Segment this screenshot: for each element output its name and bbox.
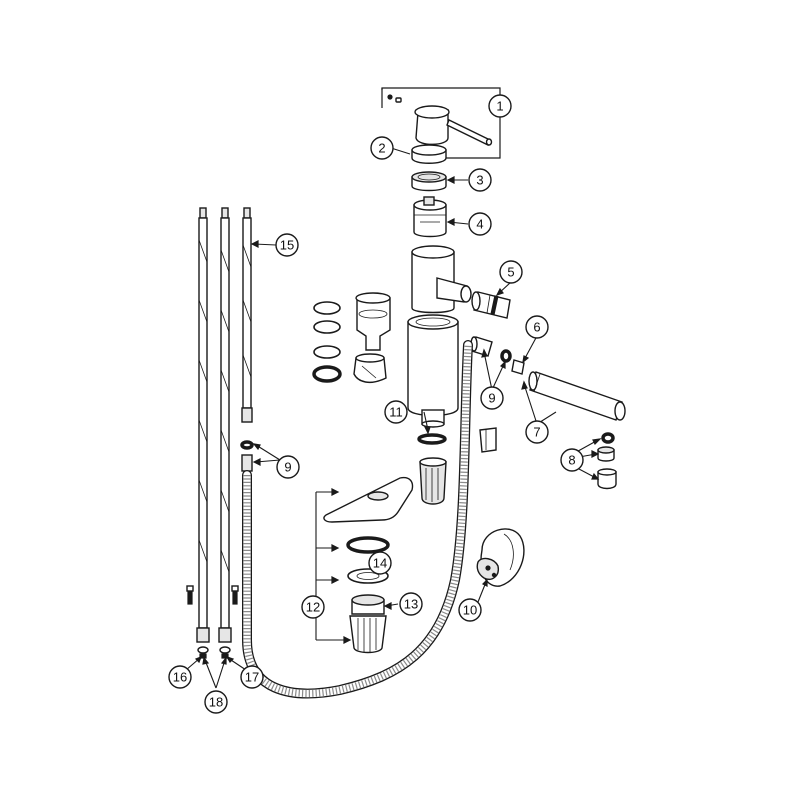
diverter-insert bbox=[353, 292, 391, 384]
callout-13-label: 13 bbox=[404, 597, 418, 612]
callout-9-left: 9 bbox=[276, 455, 300, 479]
callout-6-label: 6 bbox=[533, 320, 540, 335]
callout-2: 2 bbox=[370, 136, 394, 160]
spout-connector bbox=[471, 291, 511, 319]
hose-clip bbox=[479, 427, 497, 453]
callout-3-label: 3 bbox=[476, 173, 483, 188]
callout-5-label: 5 bbox=[507, 265, 514, 280]
callout-18: 18 bbox=[204, 690, 228, 714]
lower-ring bbox=[417, 433, 447, 445]
callout-7-label: 7 bbox=[533, 425, 540, 440]
base-washer bbox=[347, 568, 389, 584]
callout-4-label: 4 bbox=[476, 217, 483, 232]
callout-14-label: 14 bbox=[373, 556, 387, 571]
hose-fitting bbox=[240, 440, 254, 472]
faucet-body bbox=[411, 245, 472, 314]
callout-6: 6 bbox=[525, 315, 549, 339]
callout-10-label: 10 bbox=[463, 603, 477, 618]
callout-15-label: 15 bbox=[280, 238, 294, 253]
lower-body bbox=[407, 314, 459, 428]
part-12-bracket bbox=[315, 488, 352, 644]
supply-fittings bbox=[186, 585, 239, 659]
callout-15: 15 bbox=[275, 233, 299, 257]
lever-handle-assembly bbox=[381, 87, 501, 159]
handle-ring bbox=[411, 144, 447, 164]
base-plate bbox=[323, 476, 414, 523]
cartridge-nut bbox=[411, 171, 447, 192]
callout-1-label: 1 bbox=[496, 99, 503, 114]
callout-11: 11 bbox=[384, 400, 408, 424]
callout-10: 10 bbox=[458, 598, 482, 622]
callout-17-label: 17 bbox=[245, 670, 259, 685]
callout-9-left-label: 9 bbox=[284, 460, 291, 475]
callout-14: 14 bbox=[368, 551, 392, 575]
base-gasket bbox=[346, 536, 390, 554]
check-fitting bbox=[470, 336, 525, 375]
o-rings bbox=[312, 301, 342, 383]
callout-18-label: 18 bbox=[209, 695, 223, 710]
mounting-nut bbox=[349, 594, 387, 654]
callout-5: 5 bbox=[499, 260, 523, 284]
callout-2-label: 2 bbox=[378, 141, 385, 156]
callout-12-label: 12 bbox=[306, 600, 320, 615]
callout-13: 13 bbox=[399, 592, 423, 616]
callout-9-right: 9 bbox=[480, 386, 504, 410]
leader-lines bbox=[185, 147, 602, 689]
callout-16: 16 bbox=[168, 665, 192, 689]
callout-8-label: 8 bbox=[568, 453, 575, 468]
callout-16-label: 16 bbox=[173, 670, 187, 685]
callout-9-right-label: 9 bbox=[488, 391, 495, 406]
shower-holder bbox=[476, 528, 525, 587]
pull-out-hose bbox=[242, 340, 473, 699]
filter-screen bbox=[419, 457, 447, 505]
callout-7: 7 bbox=[525, 420, 549, 444]
callout-1: 1 bbox=[488, 94, 512, 118]
aerators bbox=[597, 432, 617, 490]
callout-3: 3 bbox=[468, 168, 492, 192]
callout-17: 17 bbox=[240, 665, 264, 689]
pull-out-spout bbox=[528, 371, 626, 421]
cartridge bbox=[413, 196, 447, 238]
callout-8: 8 bbox=[560, 448, 584, 472]
callout-11-label: 11 bbox=[389, 405, 403, 420]
callout-4: 4 bbox=[468, 212, 492, 236]
callout-12: 12 bbox=[301, 595, 325, 619]
